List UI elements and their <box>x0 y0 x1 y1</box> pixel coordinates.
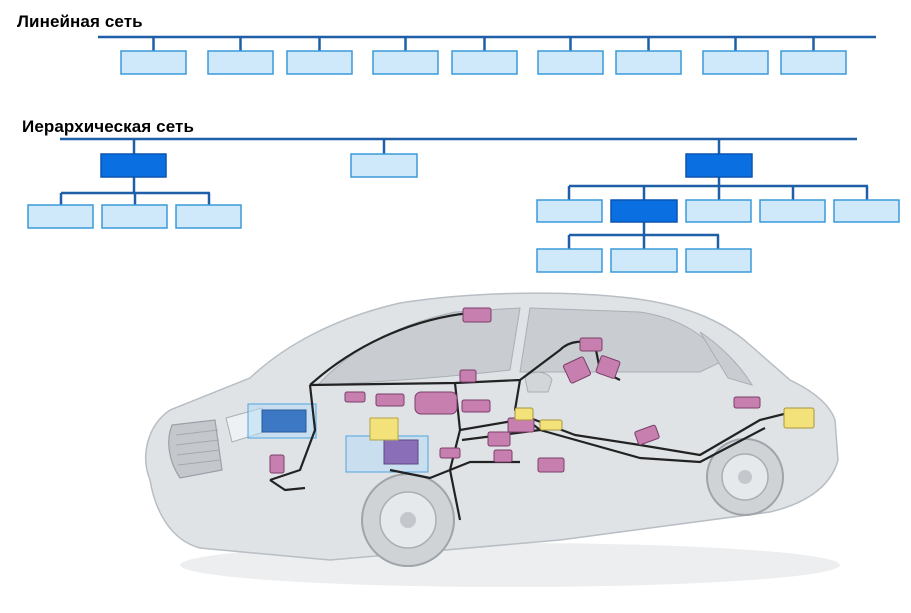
linear-network <box>98 35 876 75</box>
hier-right-child-4 <box>759 199 826 223</box>
linear-network-title: Линейная сеть <box>17 12 143 31</box>
hier-sub-gateway <box>610 199 678 223</box>
hier-gateway-left <box>100 153 167 178</box>
car-illustration <box>145 292 840 587</box>
linear-node-9 <box>780 50 847 75</box>
linear-node-2 <box>207 50 274 75</box>
hier-left-child-3 <box>175 204 242 229</box>
linear-node-8 <box>702 50 769 75</box>
hier-right-child-1 <box>536 199 603 223</box>
linear-node-4 <box>372 50 439 75</box>
hier-node-middle <box>350 153 418 178</box>
hierarchical-network <box>59 137 869 249</box>
car-front-wheel <box>361 473 455 567</box>
hier-sub-child-3 <box>685 248 752 273</box>
hierarchical-network-title: Иерархическая сеть <box>22 117 194 136</box>
linear-node-3 <box>286 50 353 75</box>
linear-node-1 <box>120 50 187 75</box>
hier-right-child-5 <box>833 199 900 223</box>
car-rear-wheel <box>706 438 784 516</box>
linear-nodes <box>120 37 847 75</box>
hier-right-child-3 <box>685 199 752 223</box>
hier-left-child-1 <box>27 204 94 229</box>
car-mirror <box>524 371 553 393</box>
hier-sub-child-2 <box>610 248 678 273</box>
car-grille <box>168 419 223 479</box>
yellow-modules <box>514 407 815 431</box>
linear-node-5 <box>451 50 518 75</box>
linear-node-7 <box>615 50 682 75</box>
hierarchical-nodes <box>27 153 900 273</box>
hier-left-child-2 <box>101 204 168 229</box>
car-window-rear <box>699 331 754 386</box>
electronic-modules <box>269 307 761 474</box>
linear-node-6 <box>537 50 604 75</box>
hier-gateway-right <box>685 153 753 178</box>
hier-sub-child-1 <box>536 248 603 273</box>
